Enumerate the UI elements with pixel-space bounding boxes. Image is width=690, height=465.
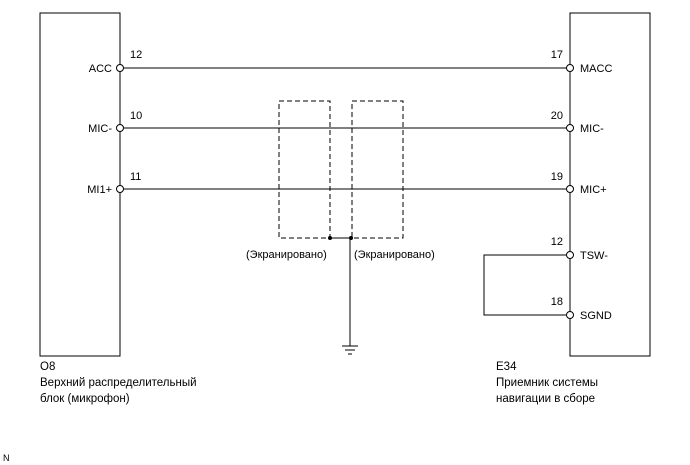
left-pin-acc: 12 [130,49,142,61]
left-pin-mic-minus: 10 [130,110,142,122]
left-component-name-line1: Верхний распределительный [40,377,197,389]
left-signal-mi1-plus: MI1+ [87,184,112,196]
terminal-right-macc [566,64,574,72]
shield-junction-right [349,236,353,240]
shield-right [351,100,404,239]
right-component-box [569,12,651,357]
terminal-left-acc [116,64,124,72]
ground-icon [342,345,358,355]
terminal-left-mi1-plus [116,185,124,193]
terminal-left-mic-minus [116,124,124,132]
shield-junction-left [328,236,332,240]
terminal-right-sgnd [566,311,574,319]
right-signal-mic-plus: MIC+ [580,184,607,196]
right-component-name-line1: Приемник системы [496,377,598,389]
left-signal-mic-minus: MIC- [88,123,112,135]
left-component-code: O8 [40,361,55,373]
right-signal-macc: MACC [580,63,612,75]
right-pin-sgnd: 18 [551,296,563,308]
left-component-name-line2: блок (микрофон) [40,393,130,405]
right-signal-tsw: TSW- [580,250,608,262]
right-pin-mic-plus: 19 [551,171,563,183]
right-pin-macc: 17 [551,49,563,61]
left-component-box [39,12,121,357]
terminal-right-tsw [566,251,574,259]
shield-left-label: (Экранировано) [246,249,327,261]
right-pin-tsw: 12 [551,236,563,248]
shield-right-label: (Экранировано) [354,249,435,261]
right-signal-sgnd: SGND [580,310,612,322]
right-signal-mic-minus: MIC- [580,123,604,135]
terminal-right-mic-minus [566,124,574,132]
left-pin-mi1-plus: 11 [130,171,141,183]
right-component-code: E34 [496,361,517,373]
wire-tsw-sgnd-loop [483,254,566,316]
right-pin-mic-minus: 20 [551,110,563,122]
corner-mark: N [3,453,10,463]
left-signal-acc: ACC [89,63,112,75]
right-component-name-line2: навигации в сборе [496,393,595,405]
shield-left [278,100,331,239]
terminal-right-mic-plus [566,185,574,193]
